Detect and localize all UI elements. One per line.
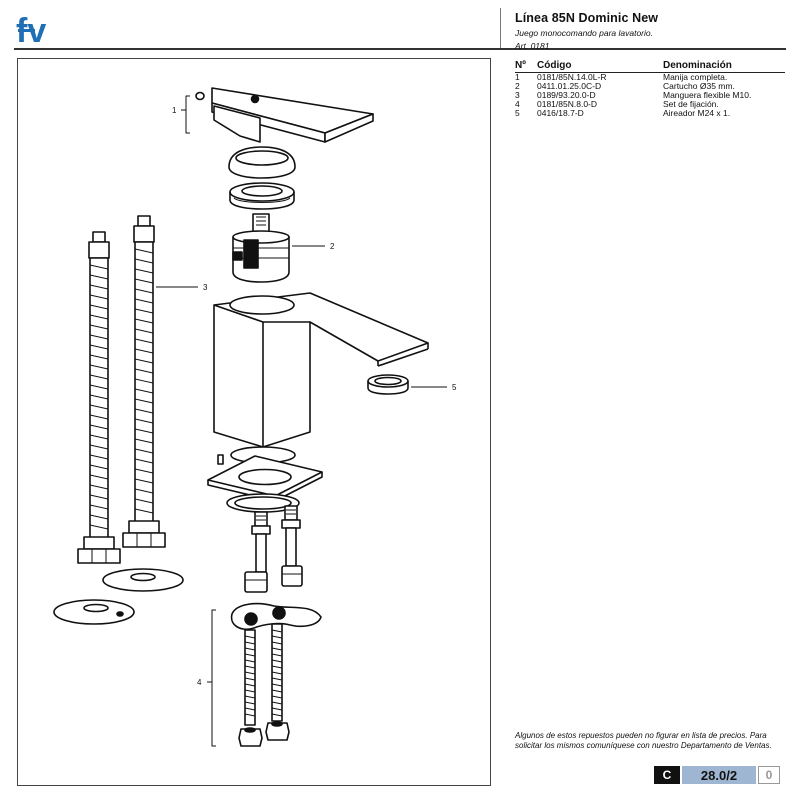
part-ring-nut <box>229 182 295 210</box>
table-row: 4 0181/85N.8.0-D Set de fijación. <box>515 100 785 109</box>
article-number: Art. 0181 <box>515 41 550 51</box>
row-number: 4 <box>515 99 520 109</box>
exploded-drawing: 1 2 <box>53 87 457 747</box>
callout-4 <box>207 609 216 747</box>
part-rosettes <box>53 568 184 625</box>
part-base-plate <box>207 455 323 502</box>
part-handle <box>195 87 374 143</box>
callout-3-label: 3 <box>203 283 208 292</box>
part-gasket-upper <box>217 446 296 465</box>
availability-note: Algunos de estos repuestos pueden no fig… <box>515 731 772 750</box>
callout-4-label: 4 <box>197 678 202 687</box>
revision-number: 0 <box>758 766 780 784</box>
section-letter: C <box>654 766 680 784</box>
row-description: Set de fijación. <box>663 99 719 109</box>
part-fixing-set <box>230 602 322 747</box>
row-number: 3 <box>515 90 520 100</box>
table-row: 3 0189/93.20.0-D Manguera flexible M10. <box>515 91 785 100</box>
row-code: 0189/93.20.0-D <box>537 90 596 100</box>
callout-1-label: 1 <box>172 106 177 115</box>
header-block: Línea 85N Dominic New Juego monocomando … <box>515 11 658 51</box>
part-dome-cap <box>228 146 296 179</box>
row-number: 2 <box>515 81 520 91</box>
parts-table-header: Nº Código Denominación <box>515 60 785 73</box>
part-gasket-lower <box>226 493 300 513</box>
row-code: 0416/18.7-D <box>537 108 584 118</box>
header-code: Código <box>537 60 572 71</box>
callout-5-label: 5 <box>452 383 457 392</box>
exploded-drawing-frame <box>17 58 491 786</box>
part-flexible-hoses <box>77 215 166 564</box>
callout-1 <box>181 95 190 134</box>
part-faucet-body <box>213 292 429 448</box>
page-number: 28.0/2 <box>682 766 756 784</box>
page-title: Línea 85N Dominic New <box>515 11 659 25</box>
row-number: 5 <box>515 108 520 118</box>
row-code: 0411.01.25.0C-D <box>537 81 602 91</box>
table-row: 1 0181/85N.14.0L-R Manija completa. <box>515 73 785 82</box>
header-description: Denominación <box>663 60 732 71</box>
page-code: C 28.0/2 0 <box>654 766 780 784</box>
part-cartridge <box>232 213 290 283</box>
parts-table: Nº Código Denominación 1 0181/85N.14.0L-… <box>515 60 785 118</box>
header-rule <box>14 48 786 50</box>
row-number: 1 <box>515 72 520 82</box>
part-inlet-tubes <box>244 505 303 593</box>
title-divider <box>500 8 501 48</box>
row-description: Manija completa. <box>663 72 728 82</box>
row-description: Manguera flexible M10. <box>663 90 752 100</box>
logo-bar <box>18 29 35 32</box>
row-code: 0181/85N.8.0-D <box>537 99 598 109</box>
part-aerator <box>367 374 409 395</box>
callout-2-label: 2 <box>330 242 335 251</box>
table-row: 5 0416/18.7-D Aireador M24 x 1. <box>515 109 785 118</box>
header-number: Nº <box>515 60 526 71</box>
page-subtitle: Juego monocomando para lavatorio. <box>515 28 653 38</box>
row-description: Aireador M24 x 1. <box>663 108 731 118</box>
row-description: Cartucho Ø35 mm. <box>663 81 735 91</box>
fv-logo: fv <box>16 12 46 48</box>
table-row: 2 0411.01.25.0C-D Cartucho Ø35 mm. <box>515 82 785 91</box>
row-code: 0181/85N.14.0L-R <box>537 72 607 82</box>
